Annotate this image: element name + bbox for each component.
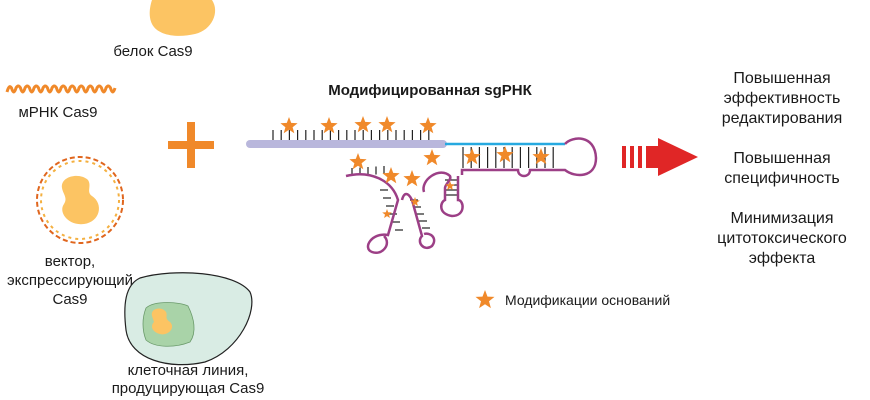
plus-icon xyxy=(168,122,214,168)
modification-star-icon xyxy=(496,146,514,163)
cell-label-1: клеточная линия, xyxy=(128,362,249,379)
modification-star-icon xyxy=(410,197,420,206)
modification-star-icon xyxy=(475,290,495,309)
modification-star-icon xyxy=(403,170,421,187)
modification-star-icon xyxy=(354,116,372,133)
modification-star-icon xyxy=(445,181,455,190)
legend-label: Модификации оснований xyxy=(505,292,670,308)
modification-star-icon xyxy=(382,209,392,218)
modification-star-icon xyxy=(382,167,400,184)
cell-line-icon xyxy=(124,272,253,366)
modification-star-icon xyxy=(423,149,441,166)
modification-star-icon xyxy=(320,117,338,134)
result-2-line-1: Повышенная xyxy=(733,150,830,167)
cas9-protein-icon xyxy=(149,0,216,36)
vector-plasmid-icon xyxy=(36,156,124,244)
sgrna-title: Модифицированная sgРНК xyxy=(328,82,532,99)
modification-star-icon xyxy=(419,117,437,134)
result-arrow-icon xyxy=(622,138,698,176)
sgrna-structure xyxy=(246,116,598,255)
result-1-line-3: редактирования xyxy=(722,110,843,127)
result-3-line-1: Минимизация xyxy=(731,210,834,227)
mrna-label: мРНК Cas9 xyxy=(18,104,97,121)
result-1-line-2: эффективность xyxy=(724,90,841,107)
vector-label-1: вектор, xyxy=(45,253,95,270)
result-3-line-3: эффекта xyxy=(749,250,816,267)
vector-label-3: Cas9 xyxy=(52,291,87,308)
result-1-line-1: Повышенная xyxy=(733,70,830,87)
modification-star-icon xyxy=(463,148,481,165)
mrna-wave-icon xyxy=(5,84,117,94)
cell-label-2: продуцирующая Cas9 xyxy=(112,380,265,397)
modification-star-icon xyxy=(349,153,367,170)
protein-label: белок Cas9 xyxy=(113,43,192,60)
modification-star-icon xyxy=(280,117,298,134)
result-3-line-2: цитотоксического xyxy=(717,230,847,247)
vector-label-2: экспрессирующий xyxy=(7,272,133,289)
result-2-line-2: специфичность xyxy=(724,170,840,187)
modification-star-icon xyxy=(532,148,550,165)
modification-star-icon xyxy=(378,116,396,133)
